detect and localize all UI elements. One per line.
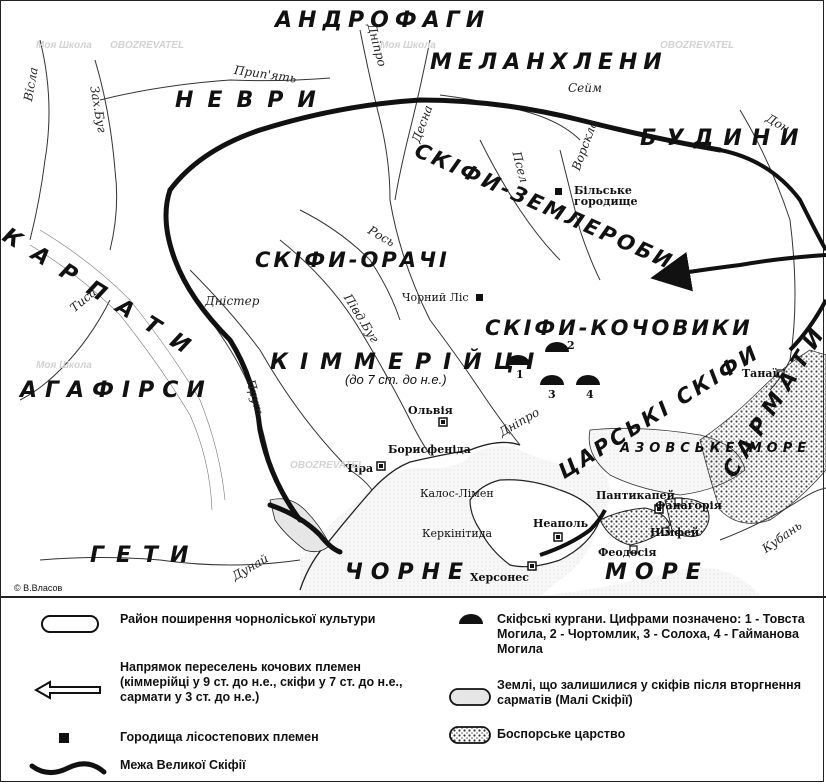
region-chorne-more-2: МОРЕ — [605, 560, 709, 585]
kurgan-markers — [506, 342, 600, 385]
kurgan-number-4: 4 — [586, 388, 594, 401]
map-copyright: © В.Власов — [14, 583, 63, 593]
place-bilske: Більське городище — [574, 184, 638, 208]
kurgan-number-2: 2 — [567, 339, 575, 352]
migration-arrow-loop — [788, 299, 826, 352]
place-tanais: Танаїс — [742, 367, 784, 380]
rivers — [19, 29, 826, 566]
region-melankhleni: МЕЛАНХЛЕНИ — [430, 50, 668, 75]
region-kimmeriytsi: КІММЕРІЙЦІ — [270, 350, 547, 375]
legend-text-mezha: Межа Великої Скіфії — [120, 758, 246, 772]
legend-text-chornoliska: Район поширення чорноліської культури — [120, 612, 376, 626]
river-dnister: Дністер — [205, 294, 260, 308]
bosporan-kingdom-east — [699, 349, 826, 524]
place-kalos-limen: Калос-Лімен — [420, 487, 494, 500]
legend-text-kurgany: Скіфські кургани. Цифрами позначено: 1 -… — [497, 612, 805, 656]
mountain-hatching — [29, 229, 226, 511]
region-agafirsy: АГАФІРСИ — [20, 378, 213, 403]
kerch-peninsula — [599, 507, 671, 546]
legend-text-gorodyshcha: Городища лісостепових племен — [120, 730, 319, 744]
settlement-markers — [376, 188, 785, 571]
region-skify-kochovyky: СКІФИ-КОЧОВИКИ — [485, 316, 753, 340]
region-azovske-more: АЗОВСЬКЕ МОРЕ — [620, 441, 812, 456]
place-tira: Тіра — [346, 462, 374, 475]
kurgan-number-1: 1 — [516, 368, 524, 381]
place-fanagoriya: Фанагорія — [655, 499, 722, 512]
region-androfagi: АНДРОФАГИ — [275, 8, 491, 33]
great-scythia-border — [163, 187, 303, 523]
kimmeriytsi-date-note: (до 7 ст. до н.е.) — [345, 372, 447, 387]
place-kerkinitida: Керкінітида — [422, 527, 493, 540]
place-khersones: Херсонес — [470, 571, 530, 584]
legend-symbol-migration — [33, 680, 101, 700]
legend-text-bosporske: Боспорське царство — [497, 727, 626, 741]
migration-arrow-sarmatians — [650, 251, 826, 292]
legend-symbol-mezha — [29, 761, 107, 775]
map-graphics — [19, 29, 826, 596]
great-scythia-border-north — [167, 97, 723, 193]
region-nevry: НЕВРИ — [175, 88, 330, 113]
region-budyny: БУДИНИ — [640, 126, 809, 151]
region-skify-orachi: СКІФИ-ОРАЧІ — [255, 248, 450, 272]
legend-symbol-gorodyshcha — [59, 733, 69, 743]
place-chornyi-lis: Чорний Ліс — [402, 291, 469, 304]
legend-symbol-chornoliska — [41, 615, 99, 633]
place-feodosiya: Феодосія — [598, 546, 657, 559]
map-legend: Район поширення чорноліської культури На… — [0, 596, 826, 784]
legend-symbol-bosporske — [449, 726, 491, 744]
historical-map: АНДРОФАГИ МЕЛАНХЛЕНИ НЕВРИ БУДИНИ СКІФИ-… — [0, 8, 826, 596]
migration-arrow-crimea — [539, 509, 607, 557]
region-chorne-more-1: ЧОРНЕ — [345, 560, 472, 585]
place-boristenida: Борисфеніда — [388, 443, 471, 456]
black-sea-east — [540, 567, 760, 596]
legend-symbol-mali-skifii — [449, 688, 491, 706]
kurgan-number-3: 3 — [548, 388, 556, 401]
legend-symbol-kurgan — [459, 614, 483, 624]
place-pantikapey: Пантикапей — [596, 489, 675, 502]
place-nimfey: Німфей — [650, 526, 700, 539]
migration-arrow-scythians — [719, 148, 826, 252]
place-neapol: Неаполь — [533, 517, 589, 530]
taman-bosporus — [664, 497, 710, 538]
place-olviya: Ольвія — [408, 404, 453, 417]
region-gety: ГЕТИ — [90, 543, 201, 568]
legend-text-migration: Напрямок переселень кочових племен (кімм… — [120, 660, 403, 704]
great-scythia-border-south — [267, 502, 343, 555]
legend-text-mali-skifii: Землі, що залишилися у скіфів після втор… — [497, 678, 801, 707]
river-seym: Сейм — [568, 81, 602, 95]
